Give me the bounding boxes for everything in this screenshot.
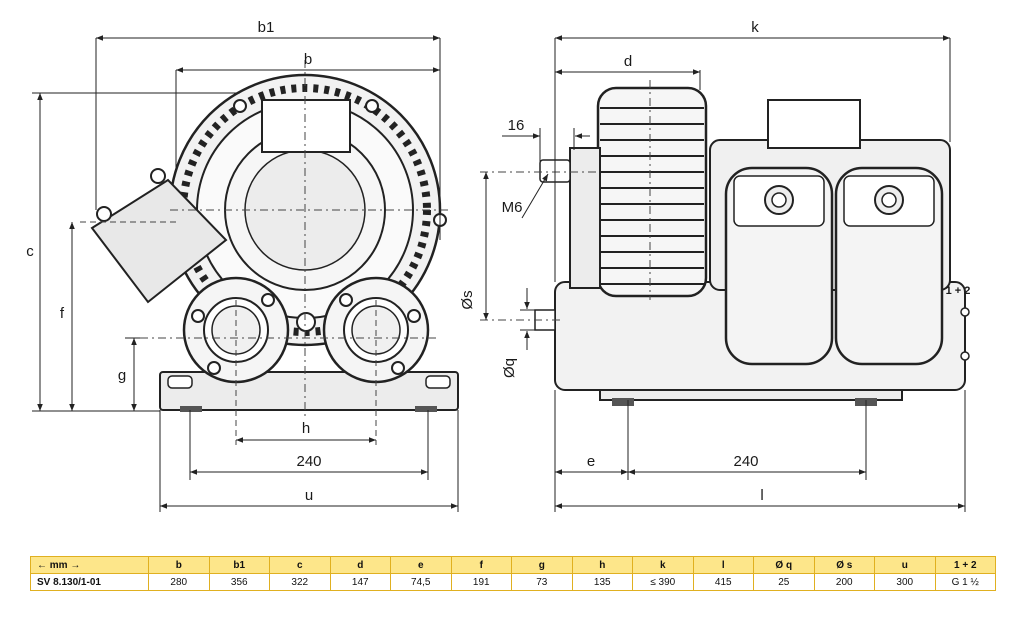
side-view: k d 16 M6 Øs Øq e 240 l 1 + 2 <box>459 19 970 512</box>
cell-d: 147 <box>329 573 391 591</box>
header-k: k <box>632 556 694 574</box>
front-base <box>159 371 459 411</box>
cell-e: 74,5 <box>390 573 452 591</box>
dim-oq: Øq <box>501 358 518 378</box>
dim-h: h <box>302 420 310 437</box>
dim-b1: b1 <box>258 19 275 36</box>
technical-drawing: b1 b c f g h 240 u <box>26 19 970 512</box>
header-l: l <box>692 556 754 574</box>
side-fan-housing <box>596 86 708 298</box>
header-e: e <box>390 556 452 574</box>
header-os: Ø s <box>813 556 875 574</box>
header-unit: ← mm → <box>30 556 149 574</box>
table-row: SV 8.130/1-01 280 356 322 147 74,5 191 7… <box>30 573 996 591</box>
header-oq: Ø q <box>753 556 815 574</box>
cell-model: SV 8.130/1-01 <box>30 573 149 591</box>
cell-h: 135 <box>571 573 633 591</box>
dim-k: k <box>751 19 759 36</box>
dim-b: b <box>304 51 312 68</box>
cell-c: 322 <box>269 573 331 591</box>
cell-l: 415 <box>692 573 754 591</box>
dim-240-front: 240 <box>296 453 321 470</box>
header-f: f <box>450 556 512 574</box>
cell-b1: 356 <box>208 573 270 591</box>
header-c: c <box>269 556 331 574</box>
table-header-row: ← mm → b b1 c d e f g h k l Ø q Ø s u 1 … <box>30 556 996 574</box>
cell-g: 73 <box>511 573 573 591</box>
dim-l: l <box>760 487 763 504</box>
header-b: b <box>148 556 210 574</box>
dim-d: d <box>624 53 632 70</box>
cell-u: 300 <box>874 573 936 591</box>
header-g: g <box>511 556 573 574</box>
dim-g: g <box>118 367 126 384</box>
dim-f: f <box>60 305 65 322</box>
dim-u: u <box>305 487 313 504</box>
dim-m6: M6 <box>502 199 523 216</box>
header-h: h <box>571 556 633 574</box>
dimensions-table: ← mm → b b1 c d e f g h k l Ø q Ø s u 1 … <box>30 556 996 591</box>
cell-os: 200 <box>813 573 875 591</box>
cell-k: ≤ 390 <box>632 573 694 591</box>
front-view: b1 b c f g h 240 u <box>26 19 459 512</box>
cell-ports: G 1 ½ <box>934 573 996 591</box>
header-ports: 1 + 2 <box>934 556 996 574</box>
ports-label: 1 + 2 <box>946 285 971 297</box>
dim-240-side: 240 <box>733 453 758 470</box>
dim-os: Øs <box>459 290 476 309</box>
header-u: u <box>874 556 936 574</box>
cell-f: 191 <box>450 573 512 591</box>
header-b1: b1 <box>208 556 270 574</box>
dim-c: c <box>26 243 34 260</box>
header-d: d <box>329 556 391 574</box>
cell-b: 280 <box>148 573 210 591</box>
cell-oq: 25 <box>753 573 815 591</box>
dim-e: e <box>587 453 595 470</box>
dim-16: 16 <box>508 117 525 134</box>
